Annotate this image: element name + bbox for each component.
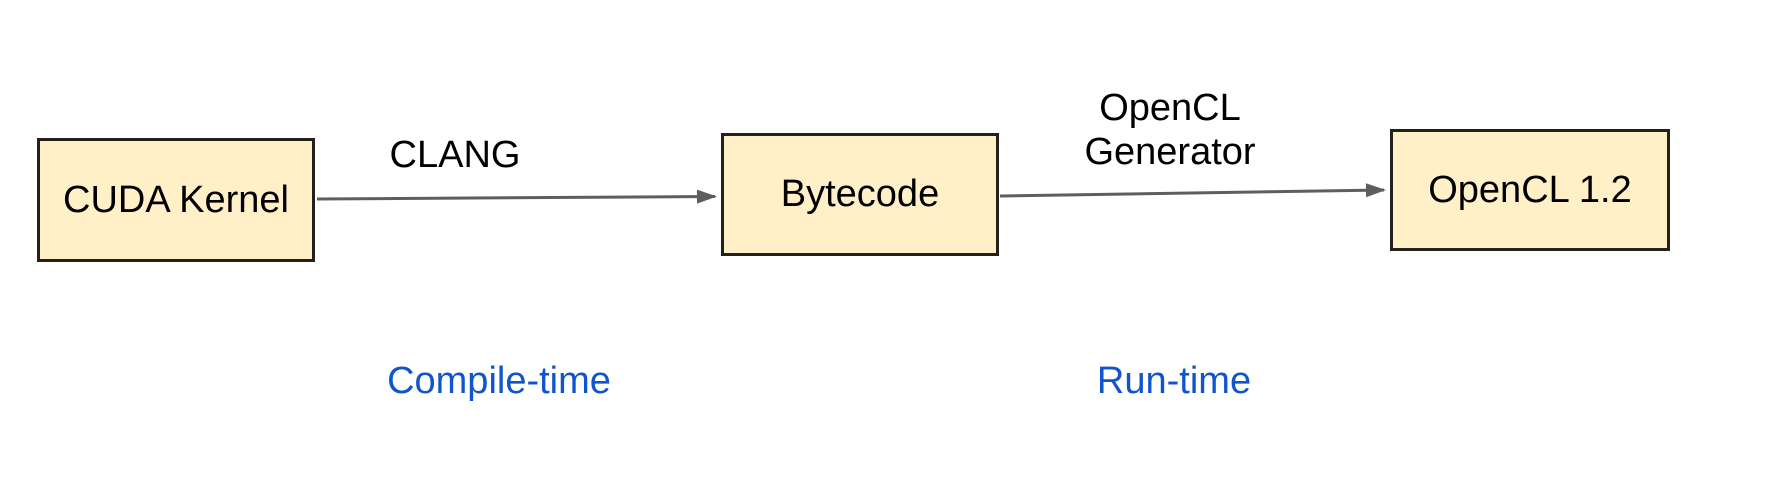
- node-opencl-12: OpenCL 1.2: [1390, 129, 1670, 251]
- node-opencl-12-label: OpenCL 1.2: [1428, 168, 1632, 211]
- arrow-clang: [316, 189, 717, 204]
- edge-label-clang: CLANG: [389, 134, 521, 176]
- node-bytecode-label: Bytecode: [780, 173, 940, 215]
- node-cuda-kernel-label: CUDA Kernel: [63, 178, 289, 221]
- arrow-opencl-generator: [999, 183, 1386, 198]
- edge-label-opencl-generator: OpenCL Generator: [1084, 87, 1256, 174]
- phase-label-compile-time: Compile-time: [387, 360, 611, 402]
- phase-label-run-time: Run-time: [1096, 360, 1252, 402]
- node-cuda-kernel: CUDA Kernel: [37, 138, 315, 262]
- node-bytecode: Bytecode: [721, 133, 999, 256]
